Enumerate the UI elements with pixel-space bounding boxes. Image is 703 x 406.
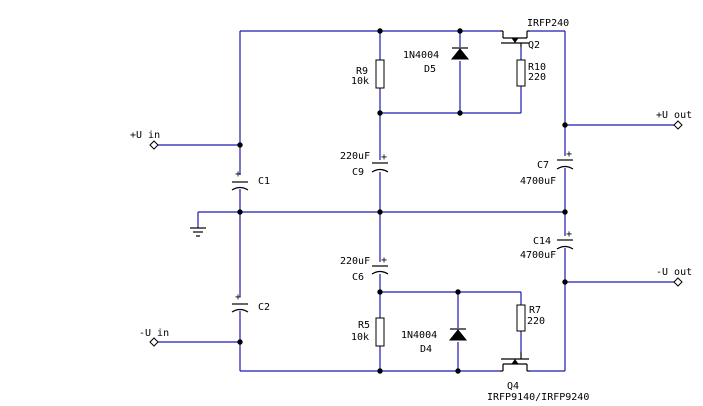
c9-ref-label: C9	[352, 167, 364, 178]
d4-type-label: 1N4004	[401, 330, 437, 341]
c9-value-label: 220uF	[340, 151, 370, 162]
u-out-pos-label: +U out	[656, 110, 692, 121]
c14-value-label: 4700uF	[520, 250, 556, 261]
mosfet-q4	[500, 352, 530, 372]
terminal-out-pos	[673, 120, 683, 130]
wiring	[157, 30, 675, 372]
q4-ref-label: Q4	[507, 381, 519, 392]
capacitor-c9: +	[371, 152, 389, 173]
c14-plus: +	[566, 229, 572, 240]
d5-type-label: 1N4004	[403, 50, 439, 61]
q2-type-label: IRFP240	[527, 18, 569, 29]
c7-value-label: 4700uF	[520, 176, 556, 187]
c6-ref-label: C6	[352, 272, 364, 283]
u-in-neg-label: -U in	[139, 328, 169, 339]
mosfet-q2	[500, 30, 530, 47]
u-out-neg-label: -U out	[656, 267, 692, 278]
r10-value-label: 220	[528, 72, 546, 83]
resistor-r10	[516, 59, 526, 87]
q2-ref-label: Q2	[528, 40, 540, 51]
terminal-in-pos	[149, 140, 159, 150]
labels: IRFP240 Q2 1N4004 D5 R9 10k R10 220 +U i…	[130, 18, 692, 403]
c9-plus: +	[381, 152, 387, 163]
d4-ref-label: D4	[420, 344, 432, 355]
u-in-pos-label: +U in	[130, 130, 160, 141]
capacitor-c7: +	[556, 149, 574, 170]
ground-symbol	[190, 227, 206, 237]
c2-ref-label: C2	[258, 302, 270, 313]
capacitor-c1: +	[231, 169, 249, 191]
r9-value-label: 10k	[351, 76, 369, 87]
c2-plus: +	[235, 292, 241, 303]
capacitor-c2: +	[231, 292, 249, 313]
r5-value-label: 10k	[351, 332, 369, 343]
c1-ref-label: C1	[258, 176, 270, 187]
r5-ref-label: R5	[358, 320, 370, 331]
c6-value-label: 220uF	[340, 256, 370, 267]
diode-d5	[450, 47, 470, 60]
c1-plus: +	[235, 169, 241, 180]
r7-ref-label: R7	[529, 305, 541, 316]
diode-d4	[448, 328, 468, 341]
d5-ref-label: D5	[424, 64, 436, 75]
resistor-r9	[375, 59, 385, 89]
terminal-in-neg	[149, 337, 159, 347]
q4-type-label: IRFP9140/IRFP9240	[487, 392, 589, 403]
c7-plus: +	[566, 149, 572, 160]
c6-plus: +	[381, 255, 387, 266]
capacitor-c6: +	[371, 255, 389, 275]
capacitor-c14: +	[556, 229, 574, 250]
resistor-r7	[516, 304, 526, 332]
r10-ref-label: R10	[528, 62, 546, 73]
terminal-out-neg	[673, 277, 683, 287]
c14-ref-label: C14	[533, 236, 551, 247]
r7-value-label: 220	[527, 316, 545, 327]
r9-ref-label: R9	[356, 66, 368, 77]
junction-dots	[237, 28, 568, 374]
resistor-r5	[375, 317, 385, 347]
c7-ref-label: C7	[537, 160, 549, 171]
